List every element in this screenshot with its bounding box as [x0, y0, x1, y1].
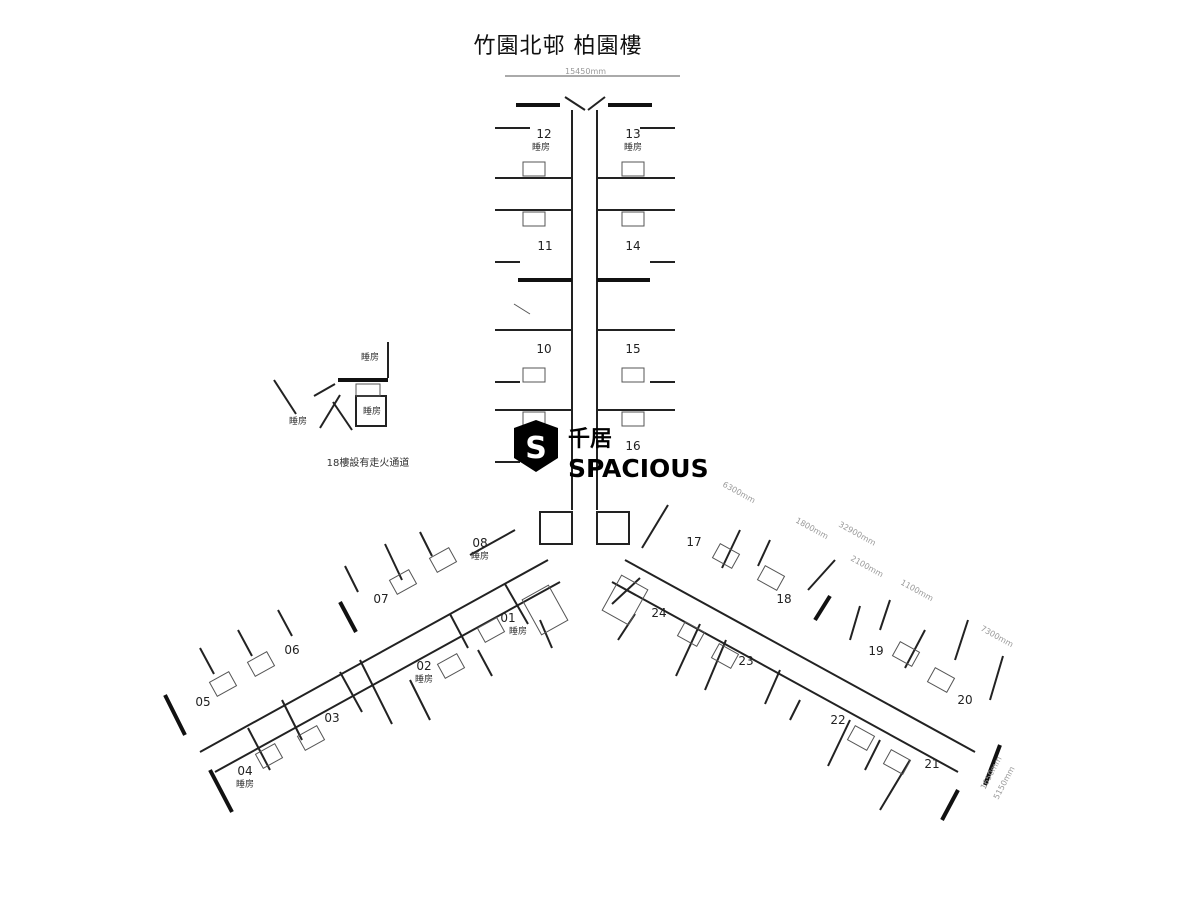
inset-plan: 睡房 睡房 睡房 18樓設有走火通道	[273, 342, 410, 469]
inset-caption: 18樓設有走火通道	[327, 456, 410, 469]
watermark-logo-letter: S	[525, 431, 547, 466]
spacious-watermark: S 千居 SPACIOUS	[514, 420, 709, 483]
watermark-logo-shield	[514, 420, 558, 472]
dimension-top: 15450mm	[565, 67, 606, 76]
southeast-wing	[601, 504, 1004, 821]
watermark-english: SPACIOUS	[568, 454, 709, 483]
unit-room: 睡房	[509, 625, 527, 637]
dimension-right-4: 2100mm	[849, 554, 885, 579]
unit-label: 08	[472, 536, 487, 550]
unit-label: 02	[416, 659, 431, 673]
unit-label: 01	[500, 611, 515, 625]
unit-room: 睡房	[532, 141, 550, 153]
unit-label: 22	[830, 713, 845, 727]
inset-room-3: 睡房	[363, 405, 381, 417]
inset-room-2: 睡房	[289, 415, 307, 427]
unit-label: 18	[776, 592, 791, 606]
unit-label: 20	[957, 693, 972, 707]
page-title: 竹園北邨 柏園樓	[473, 34, 643, 59]
unit-label: 19	[868, 644, 883, 658]
north-wing	[495, 96, 675, 545]
unit-label: 15	[625, 342, 640, 356]
unit-label: 10	[536, 342, 551, 356]
unit-label: 21	[924, 757, 939, 771]
unit-room: 睡房	[471, 550, 489, 562]
unit-label: 14	[625, 239, 640, 253]
unit-label: 12	[536, 127, 551, 141]
unit-room: 睡房	[236, 778, 254, 790]
unit-label: 24	[651, 606, 666, 620]
dimension-right-1: 6300mm	[721, 480, 757, 505]
inset-room-1: 睡房	[361, 351, 379, 363]
unit-label: 05	[195, 695, 210, 709]
dimension-right-3: 32900mm	[837, 520, 877, 548]
unit-label: 06	[284, 643, 299, 657]
unit-label: 07	[373, 592, 388, 606]
watermark-chinese: 千居	[568, 427, 612, 452]
dimension-right-6: 7300mm	[979, 624, 1015, 649]
unit-label: 23	[738, 654, 753, 668]
dimension-right-2: 1800mm	[794, 516, 830, 541]
southwest-wing	[163, 529, 569, 813]
unit-label: 03	[324, 711, 339, 725]
unit-label: 13	[625, 127, 640, 141]
unit-label: 16	[625, 439, 640, 453]
unit-room: 睡房	[624, 141, 642, 153]
unit-label: 17	[686, 535, 701, 549]
unit-label: 04	[237, 764, 252, 778]
dimension-right-5: 1100mm	[899, 578, 935, 603]
unit-label: 11	[537, 239, 552, 253]
unit-room: 睡房	[415, 673, 433, 685]
